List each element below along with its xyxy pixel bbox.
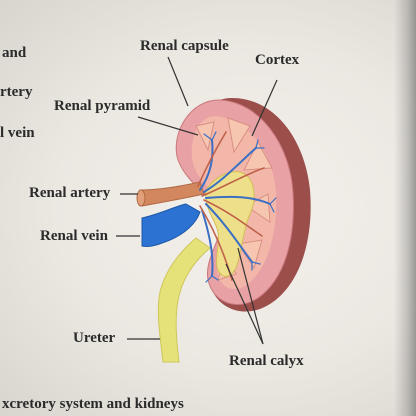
label-ureter: Ureter bbox=[73, 330, 116, 346]
renal-artery bbox=[139, 181, 205, 207]
label-cortex: Cortex bbox=[255, 52, 300, 68]
cut-text-line-1: and bbox=[2, 45, 27, 61]
figure-caption: xcretory system and kidneys bbox=[2, 396, 184, 412]
cut-text-line-3: l vein bbox=[0, 125, 35, 141]
book-spine-shadow bbox=[394, 0, 416, 416]
blood-vessel-branches bbox=[197, 131, 277, 283]
renal-artery-end bbox=[136, 189, 146, 207]
ureter bbox=[157, 237, 211, 363]
label-renal-pyramid: Renal pyramid bbox=[54, 98, 151, 114]
label-renal-vein: Renal vein bbox=[40, 228, 108, 244]
renal-vein bbox=[141, 203, 201, 247]
cut-text-line-2: rtery bbox=[0, 84, 33, 100]
leader-lines bbox=[116, 56, 278, 345]
label-renal-calyx: Renal calyx bbox=[229, 353, 304, 369]
label-renal-artery: Renal artery bbox=[29, 185, 111, 201]
label-renal-capsule: Renal capsule bbox=[140, 38, 229, 54]
